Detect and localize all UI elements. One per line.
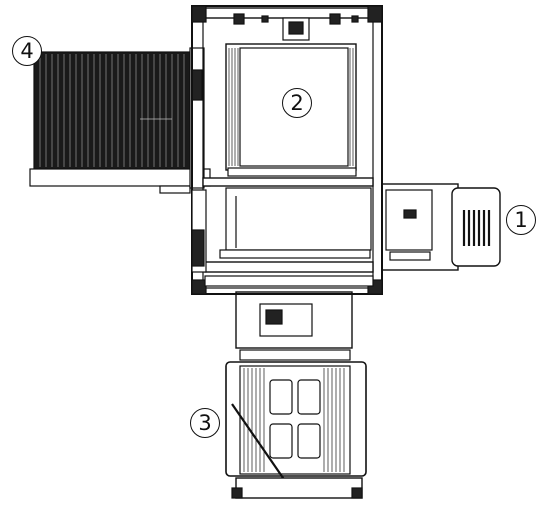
conveyor-slats [39,54,185,167]
hopper-right-ribs [349,48,354,166]
conveyor-drive-motor [191,69,203,101]
side-actuator-body [191,229,205,267]
lower-window-4 [297,423,321,459]
side-unit-latch [403,209,417,219]
corner-bolt-bl [191,279,207,295]
conveyor-support [159,185,191,194]
hopper-left-ribs [228,48,239,166]
corner-bolt-tr [367,5,383,23]
lower-base-bolt-r [351,487,363,499]
side-unit-panel [385,189,433,251]
callout-2-label: 2 [282,88,312,118]
lower-base-bolt-l [231,487,243,499]
main-frame-module [191,5,383,295]
main-frame-outer [191,5,383,295]
lower-unit-module [225,291,367,499]
lower-top-rail [239,349,351,361]
callout-1-label: 1 [506,205,536,235]
callout-3-label: 3 [190,408,220,438]
conveyor-belt [33,51,195,170]
conveyor-module [29,47,211,194]
bottom-rail [204,261,374,273]
neck-frame [235,291,353,349]
lower-brace [231,403,291,489]
top-rail [204,7,371,19]
neck-gear [265,309,283,325]
top-clamps [233,13,359,25]
mid-crossbar [202,177,374,187]
lower-chamber [225,187,372,251]
top-sensor-window [288,21,304,35]
callout-4-label: 4 [12,36,42,66]
side-unit-motor [451,187,501,267]
corner-bolt-tl [191,5,207,23]
hopper-base [227,167,357,177]
lower-window-3 [269,423,293,459]
lower-ribs [243,368,345,472]
lower-window-1 [269,379,293,415]
side-unit-module [381,183,501,271]
lower-base-rail [235,477,363,499]
side-unit-fins [462,210,491,246]
lower-crossbar [219,249,371,259]
conveyor-end-rail [29,168,211,187]
lower-outer-frame [225,361,367,477]
side-unit-foot [389,251,431,261]
lower-window-2 [297,379,321,415]
lower-inner-frame [239,365,351,475]
bottom-rail-lower [204,275,374,287]
